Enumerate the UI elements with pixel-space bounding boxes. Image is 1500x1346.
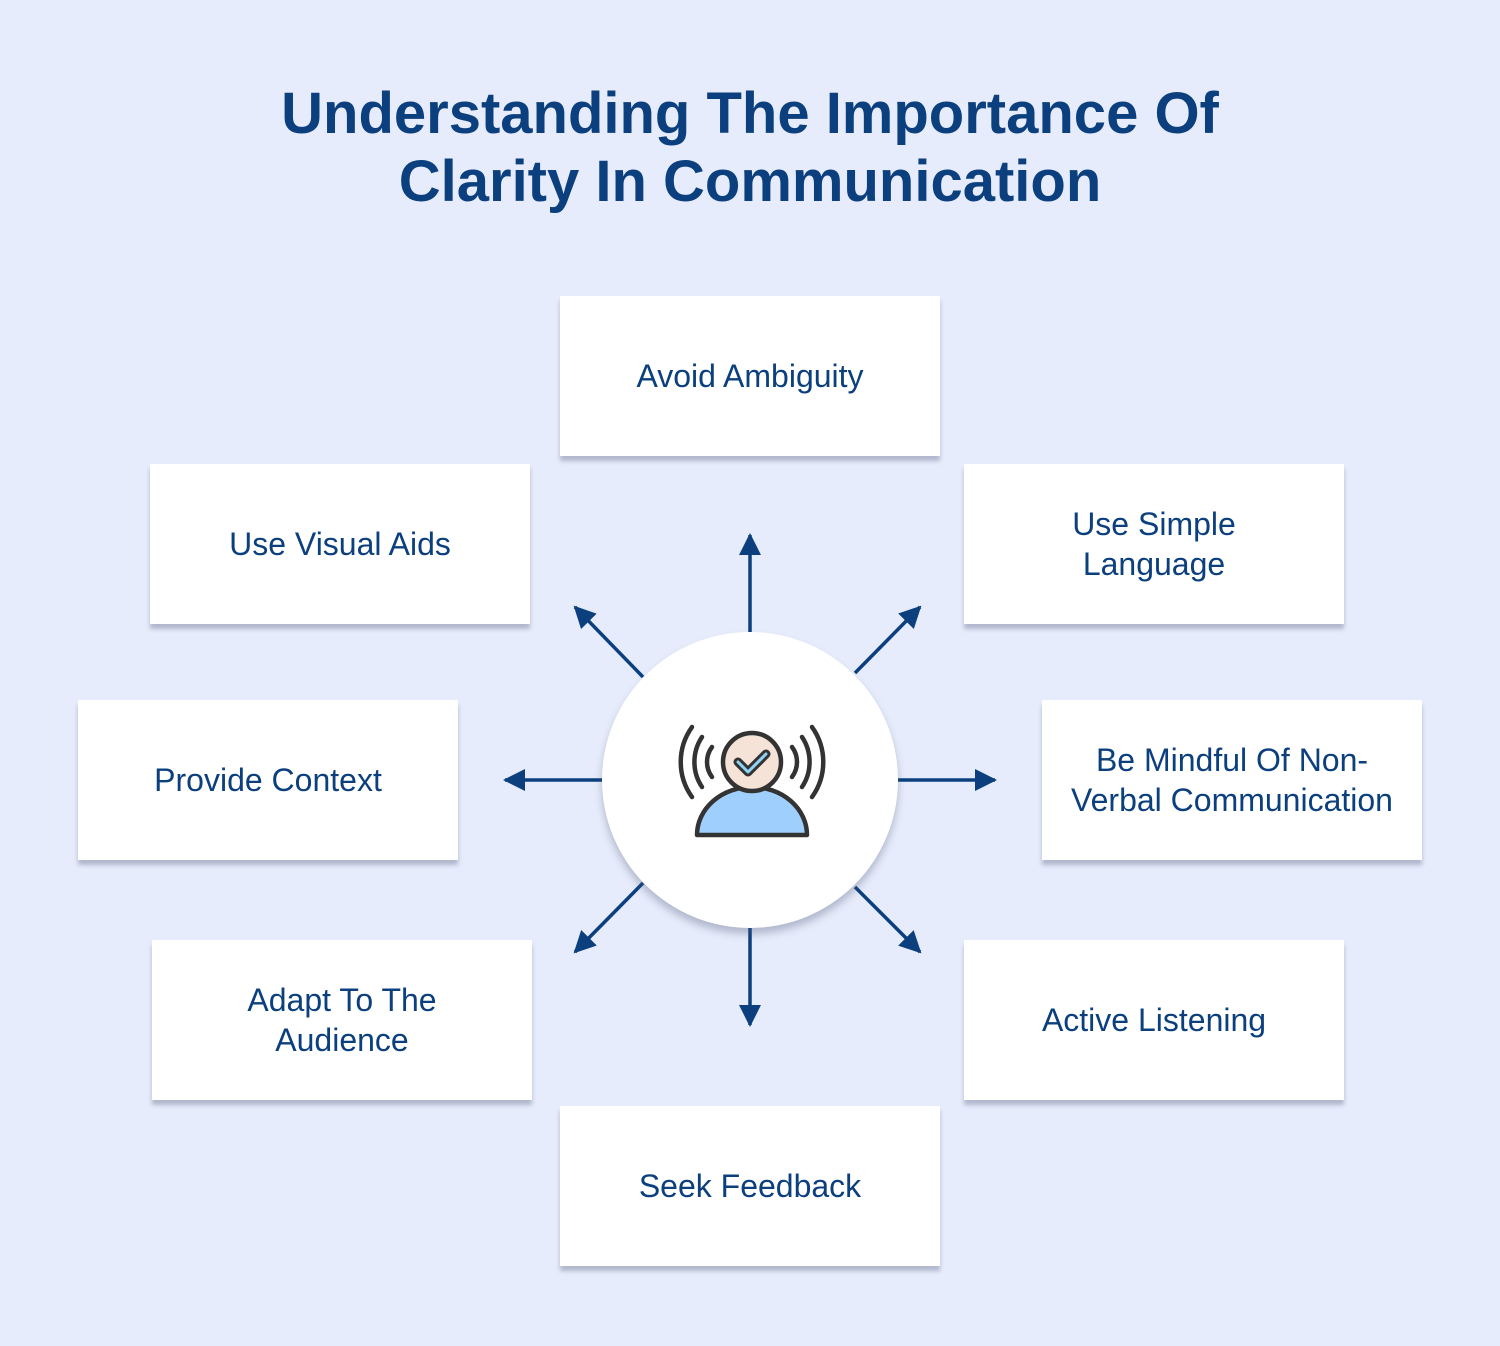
item-adapt-to-audience: Adapt To The Audience <box>152 940 532 1100</box>
item-be-mindful-non-verbal: Be Mindful Of Non-Verbal Communication <box>1042 700 1422 860</box>
item-label: Adapt To The Audience <box>247 982 437 1058</box>
item-label: Avoid Ambiguity <box>636 358 864 394</box>
item-use-simple-language: Use Simple Language <box>964 464 1344 624</box>
item-label: Use Visual Aids <box>229 526 451 562</box>
arrow-up-right <box>853 605 922 675</box>
title-line-2: Clarity In Communication <box>398 149 1102 214</box>
arrow-up-left <box>573 605 645 679</box>
item-provide-context: Provide Context <box>78 700 458 860</box>
item-avoid-ambiguity: Avoid Ambiguity <box>560 296 940 456</box>
item-seek-feedback: Seek Feedback <box>560 1106 940 1266</box>
page-title: Understanding The Importance Of Clarity … <box>0 80 1500 216</box>
item-label: Seek Feedback <box>638 1168 862 1204</box>
arrow-down-right <box>853 885 922 954</box>
item-active-listening: Active Listening <box>964 940 1344 1100</box>
item-label: Active Listening <box>1041 1002 1267 1038</box>
item-label: Use Simple Language <box>1072 506 1236 582</box>
item-label: Provide Context <box>154 762 382 798</box>
item-label: Be Mindful Of Non-Verbal Communication <box>1071 742 1393 818</box>
arrow-down-left <box>573 881 645 954</box>
center-circle <box>602 632 898 928</box>
item-use-visual-aids: Use Visual Aids <box>150 464 530 624</box>
speaking-person-check-icon <box>678 724 826 838</box>
title-line-1: Understanding The Importance Of <box>281 81 1219 146</box>
